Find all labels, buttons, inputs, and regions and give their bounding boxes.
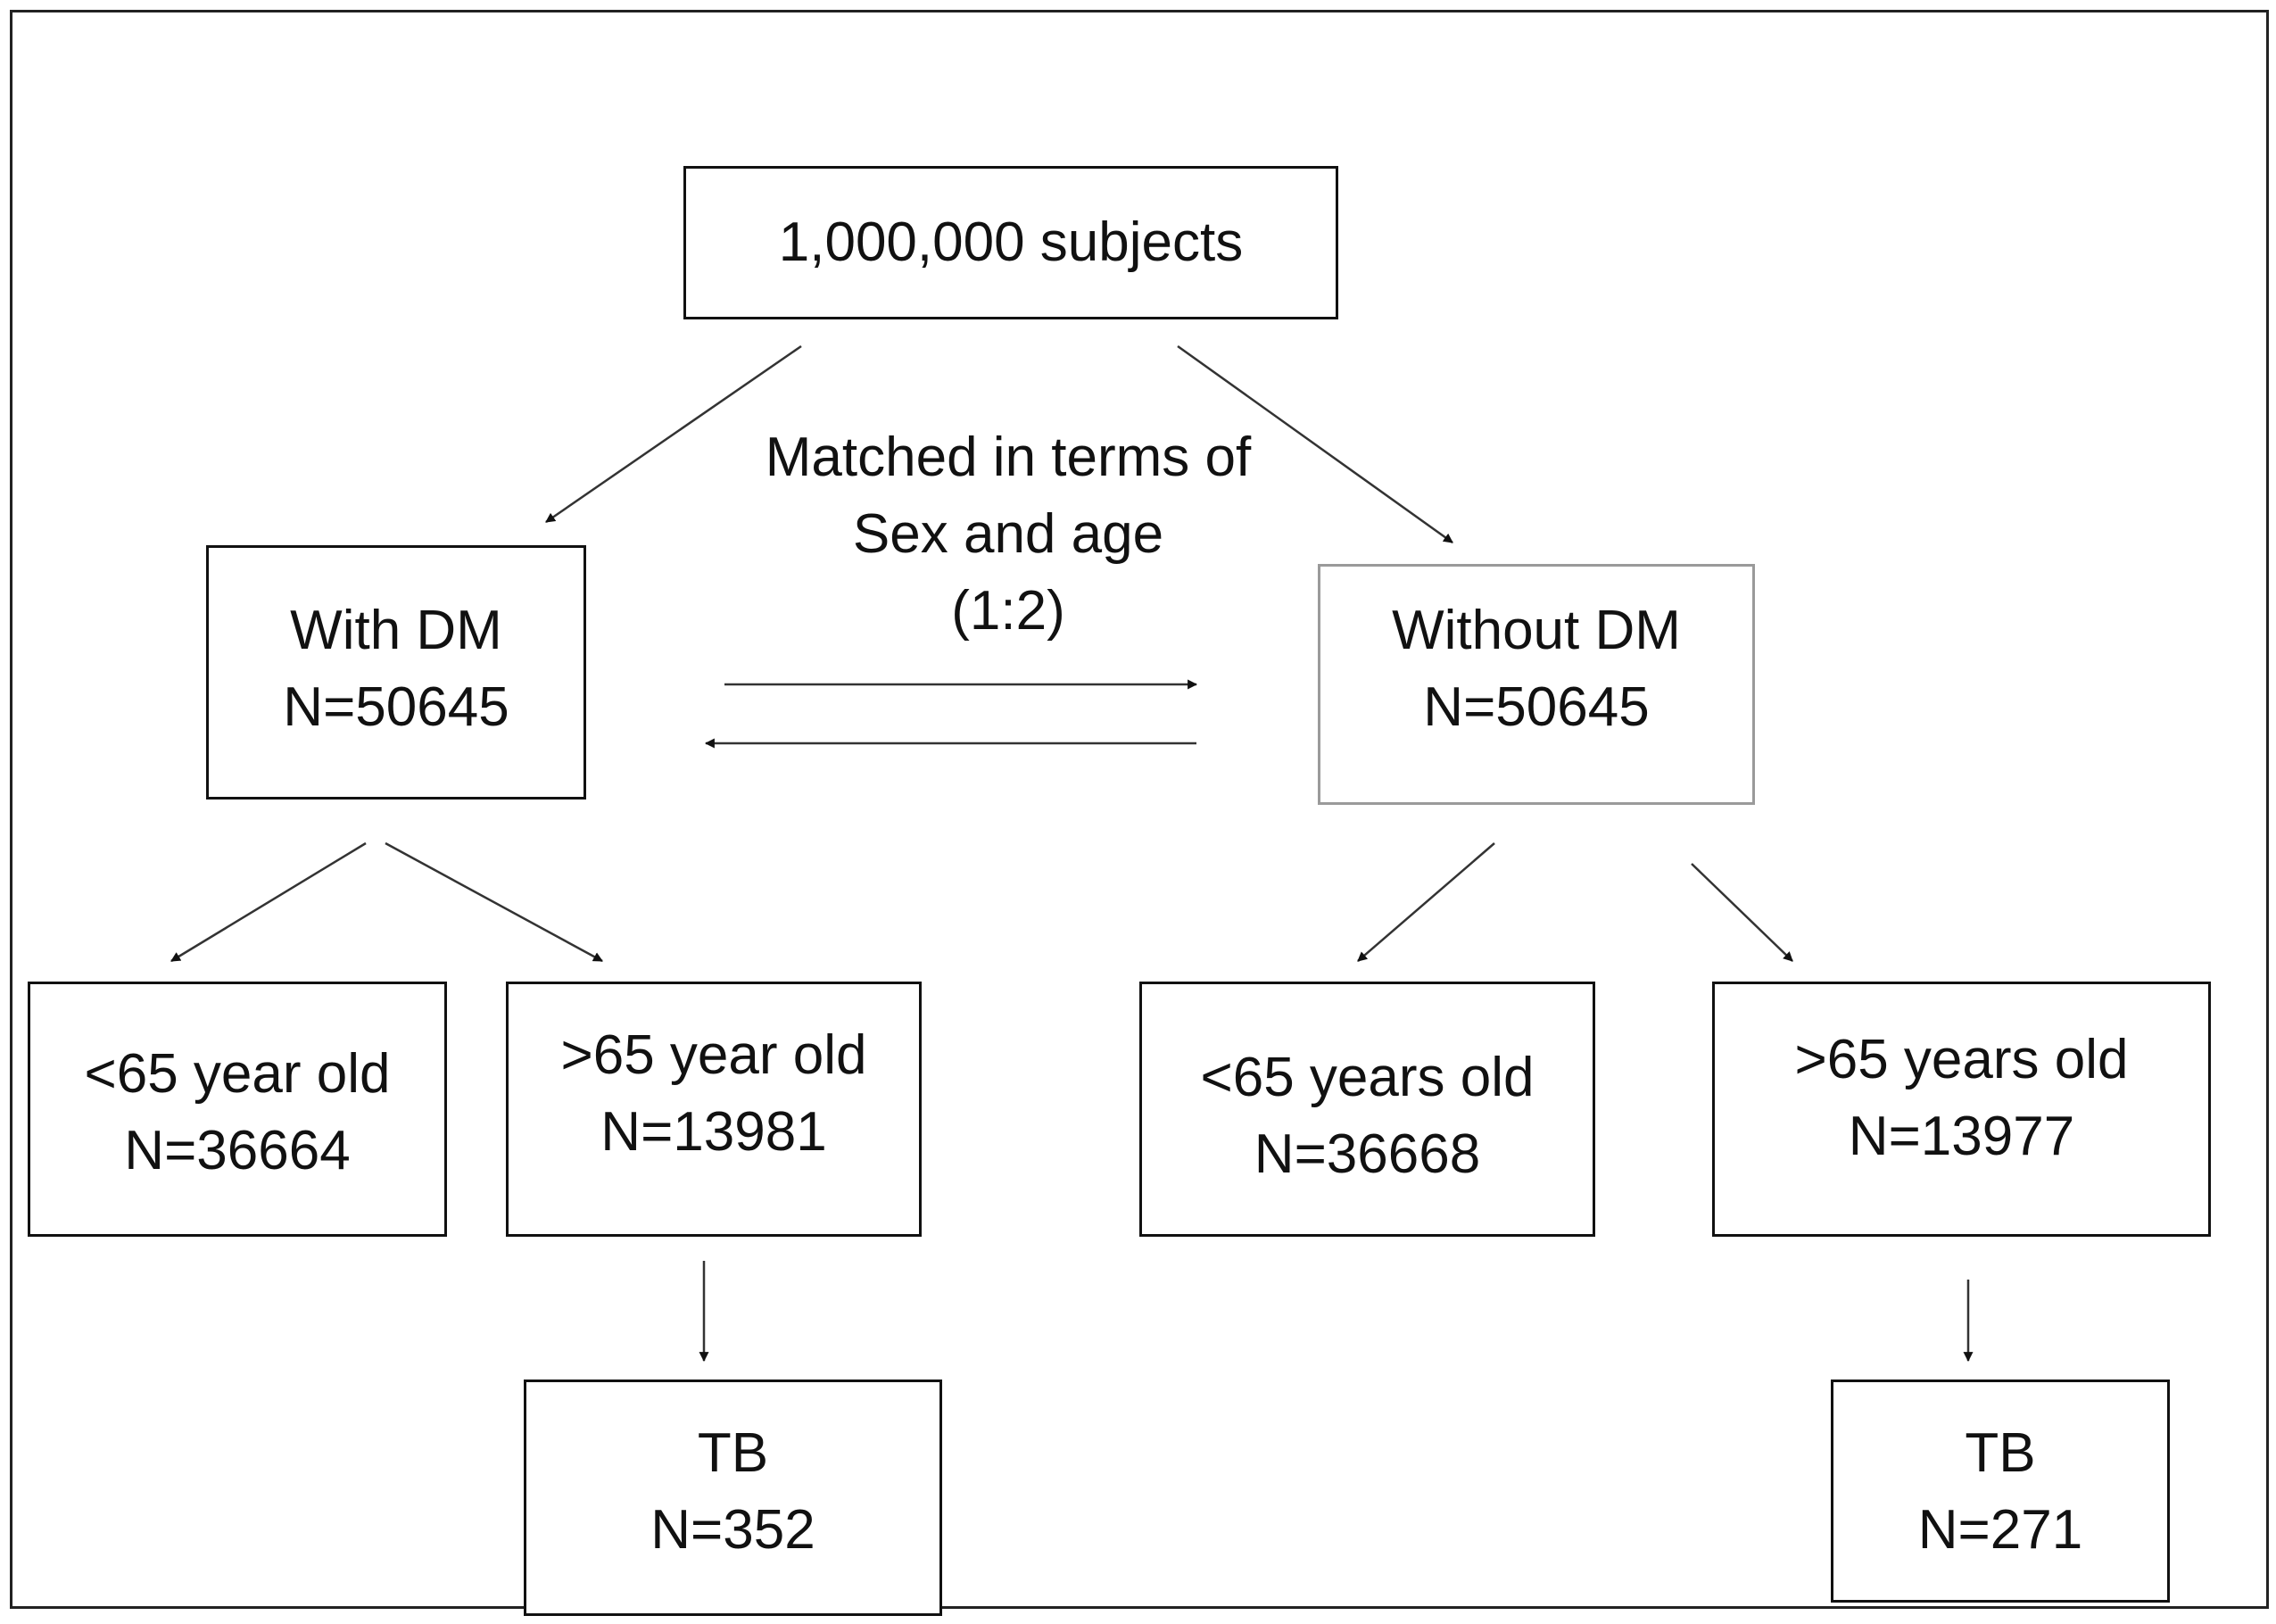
node-with-dm-under-65: <65 year old N=36664 xyxy=(28,982,447,1237)
node-total-subjects: 1,000,000 subjects xyxy=(683,166,1338,319)
node-with-dm-over-65-count: N=13981 xyxy=(600,1101,827,1163)
matching-note: Matched in terms of Sex and age (1:2) xyxy=(696,419,1320,650)
node-with-dm-count: N=50645 xyxy=(283,676,509,738)
node-without-dm-tb: TB N=271 xyxy=(1831,1380,2170,1603)
node-with-dm-label: With DM xyxy=(290,600,502,661)
arrow-with-dm-to-over65 xyxy=(385,841,603,963)
arrow-root-to-without-dm xyxy=(1177,344,1453,544)
node-with-dm-under-65-label: <65 year old xyxy=(84,1043,391,1105)
node-without-dm-under-65-count: N=36668 xyxy=(1254,1123,1481,1185)
node-with-dm-tb: TB N=352 xyxy=(524,1380,942,1616)
arrow-without-dm-to-under65 xyxy=(1357,842,1495,962)
node-without-dm-under-65-label: <65 years old xyxy=(1200,1047,1535,1108)
arrow-with-dm-to-under65 xyxy=(170,841,367,963)
node-without-dm-over-65: >65 years old N=13977 xyxy=(1712,982,2211,1237)
node-without-dm-label: Without DM xyxy=(1392,600,1681,661)
arrow-root-to-with-dm xyxy=(545,344,802,524)
node-without-dm-over-65-label: >65 years old xyxy=(1794,1029,2129,1090)
node-with-dm-tb-count: N=352 xyxy=(650,1499,815,1561)
node-without-dm-over-65-count: N=13977 xyxy=(1848,1106,2075,1167)
node-without-dm: Without DM N=50645 xyxy=(1318,564,1755,805)
matching-note-line-2: Sex and age xyxy=(852,503,1164,565)
node-without-dm-tb-label: TB xyxy=(1965,1422,2036,1484)
node-with-dm-tb-label: TB xyxy=(697,1422,769,1484)
node-with-dm: With DM N=50645 xyxy=(206,545,586,800)
node-with-dm-over-65: >65 year old N=13981 xyxy=(506,982,922,1237)
node-total-subjects-label: 1,000,000 subjects xyxy=(778,211,1244,273)
matching-note-line-3: (1:2) xyxy=(951,580,1065,642)
node-with-dm-under-65-count: N=36664 xyxy=(124,1120,351,1181)
node-without-dm-tb-count: N=271 xyxy=(1917,1499,2083,1561)
figure-frame xyxy=(10,10,2269,1609)
arrow-without-dm-to-over65 xyxy=(1691,863,1793,962)
node-without-dm-count: N=50645 xyxy=(1423,676,1650,738)
node-without-dm-under-65: <65 years old N=36668 xyxy=(1139,982,1595,1237)
matching-note-line-1: Matched in terms of xyxy=(765,427,1252,488)
node-with-dm-over-65-label: >65 year old xyxy=(560,1024,867,1086)
